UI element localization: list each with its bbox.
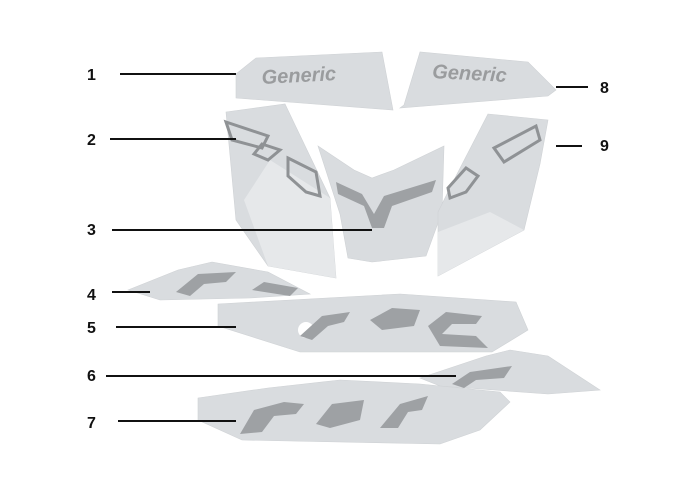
decal-2 — [223, 103, 337, 279]
decal-5 — [217, 293, 529, 353]
brand-text-decal-1: Generic — [261, 63, 337, 89]
decal-8: Generic — [398, 51, 557, 109]
callout-leaders — [106, 73, 588, 422]
callout-numbers: 1 2 3 4 5 6 7 8 9 — [87, 67, 609, 432]
decal-6 — [419, 349, 601, 395]
callout-number-4: 4 — [87, 287, 96, 304]
callout-number-2: 2 — [87, 132, 96, 149]
decal-1: Generic — [235, 51, 394, 111]
callout-number-6: 6 — [87, 368, 96, 385]
decal-4 — [127, 261, 312, 301]
callout-number-8: 8 — [600, 80, 609, 97]
decal-9 — [437, 113, 549, 277]
callout-number-5: 5 — [87, 320, 96, 337]
brand-text-decal-8: Generic — [432, 61, 508, 87]
decal-3 — [317, 145, 445, 263]
callout-number-9: 9 — [600, 138, 609, 155]
callout-number-7: 7 — [87, 415, 96, 432]
callout-number-3: 3 — [87, 222, 96, 239]
decal-7 — [197, 379, 511, 445]
callout-number-1: 1 — [87, 67, 96, 84]
